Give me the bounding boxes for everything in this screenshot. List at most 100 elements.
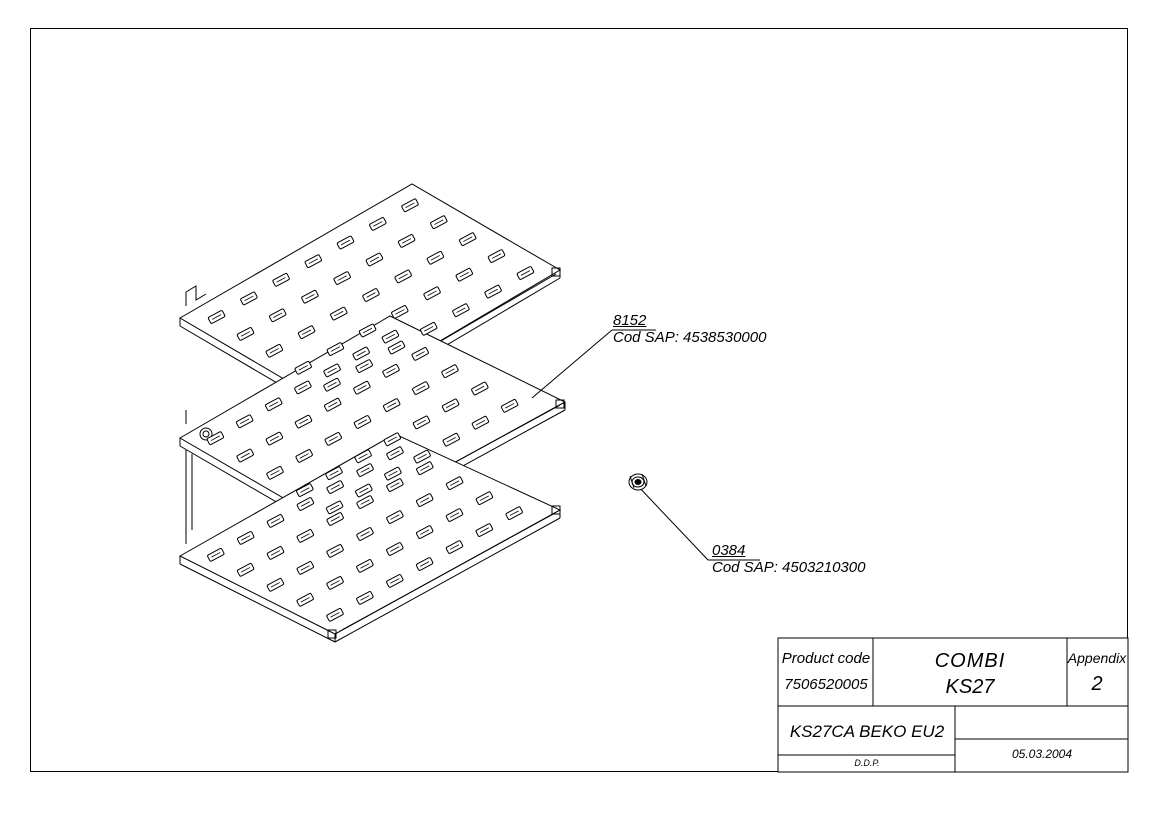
- shelf-slot-line: [479, 495, 490, 501]
- shelf-slot-line: [504, 403, 515, 409]
- shelf-slot-line: [329, 470, 339, 476]
- callout-shelf-sap: Cod SAP: 4538530000: [613, 329, 767, 346]
- leader-lines: [531, 329, 760, 561]
- shelf-slot-line: [491, 253, 502, 259]
- shelf-slot-line: [270, 550, 281, 556]
- product-code-value: 7506520005: [784, 676, 868, 693]
- shelf-slot-line: [401, 238, 412, 244]
- shelf-slot-line: [386, 368, 396, 374]
- shelf-slot-line: [240, 331, 251, 337]
- author: D.D.P.: [854, 758, 880, 768]
- shelf-slot-line: [240, 452, 250, 459]
- appendix-value: 2: [1091, 673, 1103, 695]
- shelf-slot-line: [334, 310, 344, 317]
- shelf-slot-line: [416, 385, 426, 391]
- shelf-slot-line: [520, 270, 531, 276]
- support-rod: [185, 450, 193, 530]
- shelf-slot-line: [300, 501, 311, 507]
- shelf-slot-line: [211, 314, 222, 320]
- shelf-slot-line: [327, 367, 337, 374]
- date: 05.03.2004: [1011, 747, 1073, 761]
- shelf-slot-line: [340, 239, 351, 246]
- shelf-slot-line: [328, 436, 338, 442]
- shelf-slots: [206, 198, 535, 622]
- shelf-slot-line: [357, 419, 368, 425]
- shelf-slot-line: [405, 202, 415, 209]
- shelf-slot-line: [210, 435, 221, 441]
- shelf-slot-line: [330, 484, 340, 490]
- shelf-slot-line: [270, 470, 280, 476]
- shelf-slot-line: [356, 350, 366, 357]
- shelf-slot-line: [390, 450, 400, 456]
- shelf-slot-line: [337, 275, 347, 281]
- callout-plug-sap: Cod SAP: 4503210300: [712, 559, 866, 576]
- shelf-slot-line: [244, 295, 254, 302]
- shelf-slot-line: [390, 482, 400, 488]
- drawing-border: [30, 28, 1128, 772]
- shelf-slot-line: [359, 363, 369, 369]
- title-block: [777, 637, 1129, 773]
- shelf-slot-line: [327, 381, 337, 388]
- shelf-slot-line: [211, 552, 221, 558]
- shelf-slot-line: [328, 401, 338, 408]
- shelf-slot-line: [475, 419, 486, 426]
- shelf-slot-line: [360, 467, 370, 473]
- shelf-slot-line: [390, 546, 400, 552]
- product-code-label: Product code: [781, 650, 871, 667]
- callout-plug: 0384 Cod SAP: 4503210300: [712, 542, 865, 576]
- shelf-slot-line: [387, 436, 397, 443]
- shelf-slot-line: [475, 385, 485, 392]
- shelf-slot-line: [420, 465, 430, 471]
- shelf-slot-line: [488, 288, 498, 295]
- shelf-slot-line: [300, 597, 310, 603]
- shelf-slot-line: [269, 401, 279, 408]
- shelf-slot-line: [427, 290, 437, 297]
- shelf-slot-line: [330, 548, 340, 554]
- shelf-slot-line: [241, 535, 251, 541]
- shelf-slot-line: [449, 480, 460, 486]
- shelf-slot-line: [398, 273, 408, 280]
- shelf-slot-line: [446, 436, 456, 443]
- title-line-2: KS27: [945, 676, 995, 698]
- shelf-slot-line: [269, 348, 279, 354]
- shelf-slot-line: [269, 435, 280, 442]
- shelf-slot-line: [463, 236, 473, 242]
- shelf-slot-line: [385, 333, 396, 340]
- appendix-label: Appendix: [1067, 650, 1127, 666]
- shelf-slot-line: [415, 351, 425, 357]
- shelf-slot-line: [456, 307, 466, 313]
- shelf-slot-line: [417, 453, 427, 460]
- shelf-slot-line: [298, 384, 308, 391]
- shelf-slot-line: [390, 578, 400, 584]
- shelf-slot-line: [301, 329, 312, 335]
- shelf-slot-line: [420, 497, 430, 503]
- shelf-slot-line: [430, 255, 441, 261]
- shelf-slot-line: [273, 312, 283, 319]
- shelf-slot-line: [424, 326, 434, 332]
- shelf-slot-line: [388, 470, 398, 477]
- shelf-slot-line: [270, 518, 281, 524]
- shelf-slot-line: [299, 453, 309, 459]
- shelf-slot-line: [479, 527, 489, 533]
- shelf-slot-line: [308, 258, 318, 264]
- shelf-slot-line: [330, 580, 340, 586]
- shelf-slot-line: [305, 293, 315, 300]
- shelf-slot-line: [360, 595, 370, 601]
- callout-plug-number: 0384: [712, 542, 746, 559]
- shelf-slot-line: [416, 419, 427, 426]
- shelf-slot-line: [360, 531, 370, 537]
- shelf-slot-line: [300, 565, 310, 571]
- shelf-slot-line: [329, 504, 340, 511]
- shelf-slot-line: [330, 612, 340, 618]
- shelf-slot-line: [362, 327, 373, 334]
- shelf-slot-line: [240, 567, 251, 573]
- title-line-1: COMBI: [934, 650, 1006, 672]
- shelf-slot-line: [357, 384, 367, 391]
- shelf-slot-line: [300, 533, 310, 539]
- shelf-slot-line: [420, 529, 430, 535]
- shelf-slot-line: [373, 221, 383, 227]
- shelf-slot-line: [509, 510, 519, 516]
- shelf-slot-line: [298, 365, 308, 371]
